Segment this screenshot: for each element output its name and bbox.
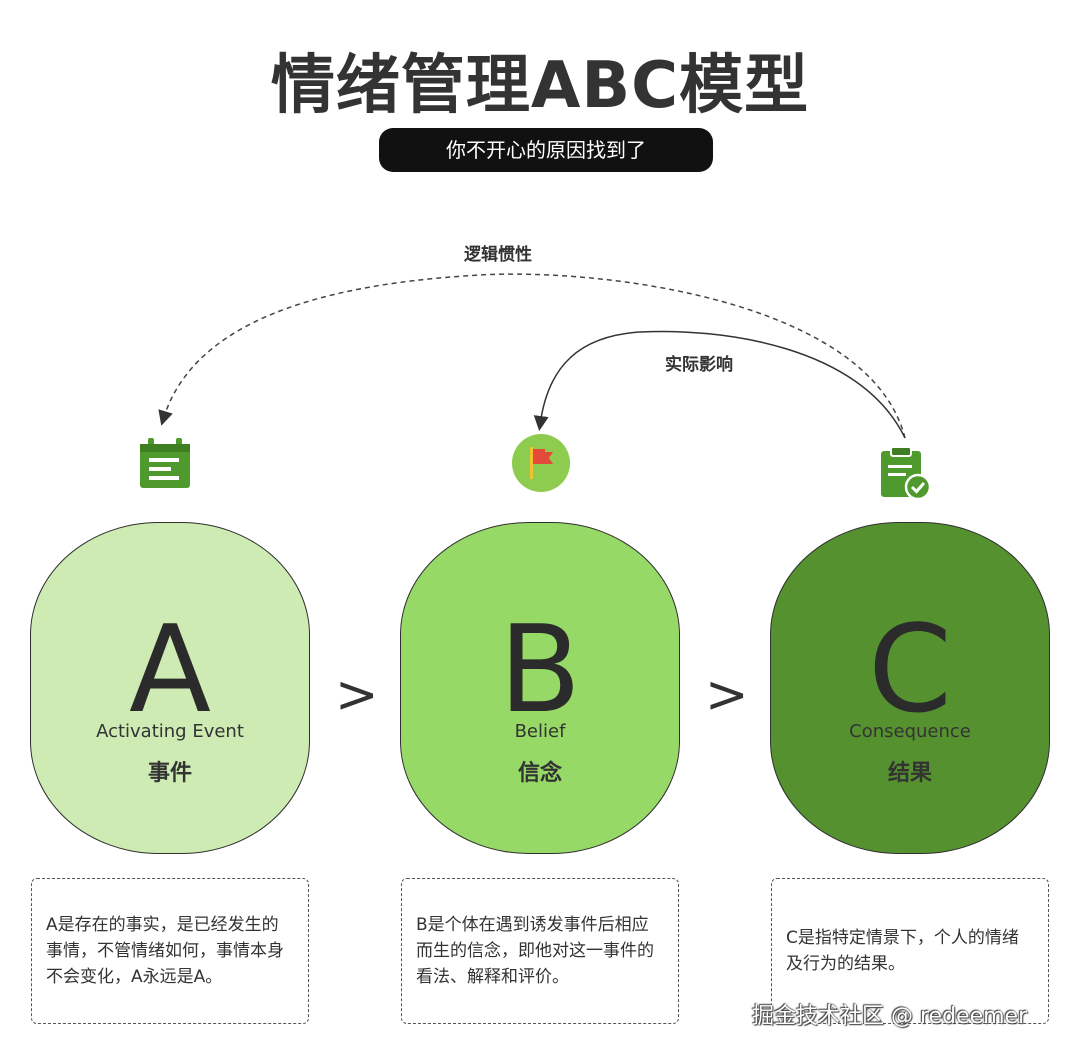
stage-a-letter: A [128, 601, 212, 740]
separator-b-c: > [705, 665, 749, 725]
page-title: 情绪管理ABC模型 [270, 49, 810, 123]
stage-b-letter: B [498, 601, 582, 740]
stage-b-description-text: B是个体在遇到诱发事件后相应而生的信念，即他对这一事件的看法、解释和评价。 [416, 915, 654, 987]
stage-b-english: Belief [514, 721, 566, 742]
stage-b-description: B是个体在遇到诱发事件后相应而生的信念，即他对这一事件的看法、解释和评价。 [401, 878, 679, 1024]
stage-a-description: A是存在的事实，是已经发生的事情，不管情绪如何，事情本身不会变化，A永远是A。 [31, 878, 309, 1024]
stage-c-chinese: 结果 [887, 761, 932, 786]
actual-influence-arrow [533, 330, 906, 439]
stage-c-english: Consequence [849, 721, 971, 742]
subtitle-banner: 你不开心的原因找到了 [379, 128, 713, 172]
clipboard-check-icon [881, 446, 932, 501]
logic-inertia-arrow [158, 273, 906, 439]
calendar-note-icon [140, 438, 190, 488]
stage-c-letter: C [868, 601, 952, 740]
stage-c-description-text: C是指特定情景下，个人的情绪及行为的结果。 [786, 928, 1019, 974]
stage-b-chinese: 信念 [517, 761, 562, 786]
watermark: 掘金技术社区 @ redeemer [752, 1004, 1028, 1029]
flag-icon [512, 434, 570, 492]
stage-a-chinese: 事件 [147, 761, 192, 786]
stage-a-english: Activating Event [96, 721, 244, 742]
actual-influence-label: 实际影响 [665, 355, 733, 375]
stage-a-card: A Activating Event 事件 [30, 522, 310, 854]
stage-a-description-text: A是存在的事实，是已经发生的事情，不管情绪如何，事情本身不会变化，A永远是A。 [46, 915, 284, 987]
stage-c-description: C是指特定情景下，个人的情绪及行为的结果。 [771, 878, 1049, 1024]
separator-a-b: > [335, 665, 379, 725]
logic-inertia-label: 逻辑惯性 [464, 245, 532, 265]
stage-c-card: C Consequence 结果 [770, 522, 1050, 854]
stage-b-card: B Belief 信念 [400, 522, 680, 854]
